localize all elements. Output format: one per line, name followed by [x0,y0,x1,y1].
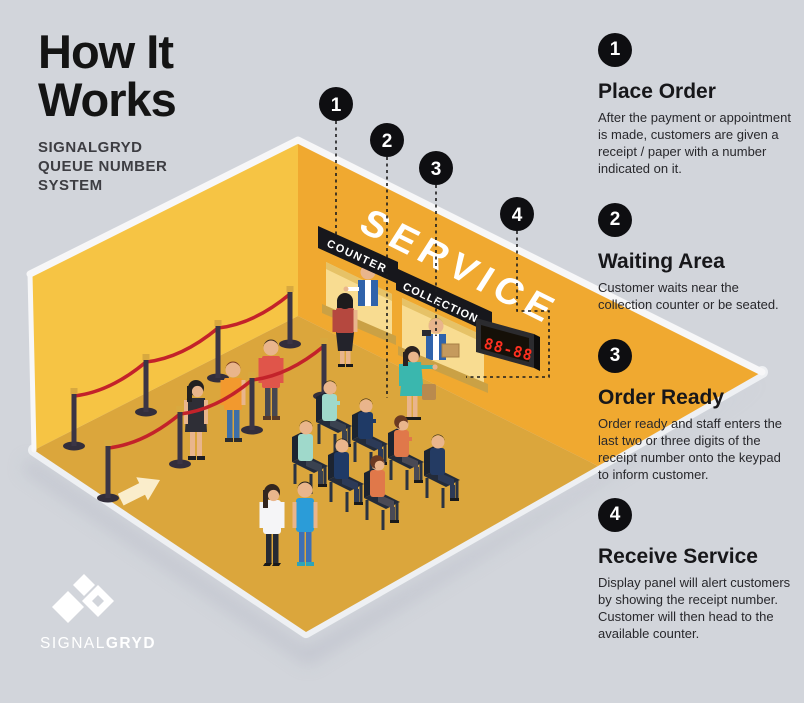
standing-woman-white [259,484,285,566]
step-place-order: 1 Place Order After the payment or appoi… [598,33,794,177]
standing-man-blue [292,481,318,566]
title-line-1: How It [38,25,174,78]
subtitle-line-1: SIGNALGRYD [38,139,143,156]
callout-circles: 1 2 3 4 [319,87,534,231]
wall-top-trim [26,136,766,376]
step-3-badge: 3 [598,339,632,373]
step-3-heading: Order Ready [598,386,725,409]
callout-circle-1: 1 [319,87,353,121]
step-2-body: Customer waits near the collection count… [598,280,779,312]
signalgryd-logo: SIGNALGRYD [40,574,156,652]
collection-sign [396,268,492,334]
counter-customer-woman [332,293,358,367]
step-4-heading: Receive Service [598,545,758,568]
step-1-badge: 1 [598,33,632,67]
step-4-body: Display panel will alert customers by sh… [598,575,791,641]
queue-person-man-red [258,339,284,420]
logo-text-light: SIGNAL [40,635,106,652]
callout-number-2: 2 [382,131,393,152]
collection-staff [422,317,460,360]
subtitle-line-2: QUEUE NUMBER [38,158,168,175]
callout-number-4: 4 [512,205,523,226]
seated-row-front [292,420,400,530]
callout-circle-2: 2 [370,123,404,157]
seating-area [292,380,460,530]
step-1-body: After the payment or appointment is made… [598,110,791,176]
queue-display-panel: 88-88 [476,318,540,371]
queue-barrier-back [63,286,301,451]
step-2-badge: 2 [598,203,632,237]
signalgryd-logo-text: SIGNALGRYD [40,635,156,652]
page-title: How It Works [38,25,177,126]
callout-circle-3: 3 [419,151,453,185]
step-4-badge: 4 [598,498,632,532]
callout-line-4 [466,231,550,378]
callout-lines [335,121,550,398]
step-3-body: Order ready and staff enters the last tw… [598,416,783,482]
subtitle-line-3: SYSTEM [38,177,103,194]
collection-window: COLLECTION [396,268,492,393]
room-floor [34,316,598,632]
signalgryd-logo-mark [52,574,114,623]
step-receive-service: 4 Receive Service Display panel will ale… [598,498,794,642]
platform-shadow [22,380,766,666]
logo-text-bold: GRYD [106,635,156,652]
page-subtitle: SIGNALGRYD QUEUE NUMBER SYSTEM [38,138,176,195]
step-order-ready: 3 Order Ready Order ready and staff ente… [598,339,794,483]
collection-customer-woman [399,346,438,420]
step-1-heading: Place Order [598,80,716,103]
queue-entry-arrow [117,477,160,506]
room-wall-left [30,140,298,450]
wall-left-cut-trim [27,271,37,453]
callout-number-3: 3 [431,159,442,180]
callout-number-1: 1 [331,95,342,116]
room-wall-right [298,140,762,466]
title-line-2: Works [38,73,177,126]
title-block: How It Works SIGNALGRYD QUEUE NUMBER SYS… [38,25,177,195]
step-2-heading: Waiting Area [598,250,725,273]
step-waiting-area: 2 Waiting Area Customer waits near the c… [598,203,794,313]
counter-sign [318,226,398,284]
callout-circle-4: 4 [500,197,534,231]
